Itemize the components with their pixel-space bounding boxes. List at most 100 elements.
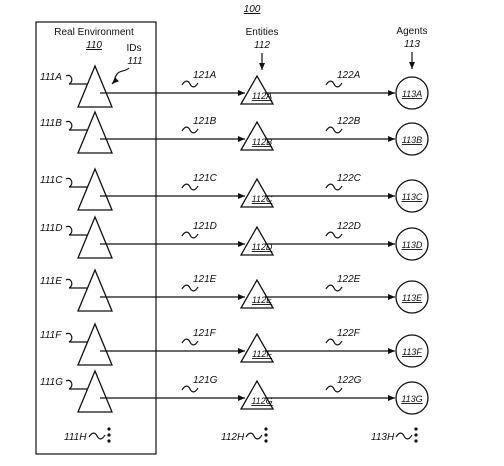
id-leader-hook [65, 278, 89, 289]
id-triangle [77, 64, 113, 108]
agent-circle [395, 227, 429, 261]
id-label: 111G [40, 377, 63, 388]
link2-squiggle [325, 80, 343, 88]
link1-squiggle [181, 183, 199, 191]
link2-label: 122C [337, 173, 362, 184]
link1-squiggle [181, 231, 199, 239]
id-label: 111F [40, 330, 62, 341]
ids-ref: 111 [127, 56, 142, 67]
continuation-entities-dot-3 [264, 439, 268, 443]
agent-label: 113E [402, 293, 423, 303]
id-leader-hook [65, 332, 89, 343]
link1-squiggle [181, 385, 199, 393]
entity-label: 112B [252, 137, 272, 147]
agent-label: 113B [402, 135, 422, 145]
link2-squiggle [325, 338, 343, 346]
link1-label: 121D [193, 221, 217, 232]
continuation-ids-dot-1 [107, 427, 111, 431]
continuation-entities-dot-1 [264, 427, 268, 431]
diagram-row: 111B 121B 112B 122B 113B [40, 110, 429, 156]
continuation-agents-dot-3 [414, 439, 418, 443]
continuation-agents-dot-2 [414, 433, 418, 437]
id-triangle [77, 369, 113, 413]
link2-squiggle [325, 183, 343, 191]
link1-label: 121A [193, 70, 217, 81]
link1-label: 121B [193, 116, 217, 127]
continuation-ids: 111H [64, 427, 111, 443]
entity-triangle [239, 278, 275, 309]
rows-group: 111A 121A 112A 122A 113A 111B 121B 112B 122B 113B… [40, 64, 429, 415]
id-triangle [77, 167, 113, 211]
continuation-agents-dot-1 [414, 427, 418, 431]
link1-label: 121E [193, 274, 217, 285]
entities-title: Entities [246, 27, 279, 38]
agent-label: 113C [402, 192, 423, 202]
real-environment-box [35, 21, 157, 455]
agent-circle [395, 334, 429, 368]
agent-label: 113A [402, 89, 422, 99]
continuation-agents: 113H [371, 427, 418, 443]
link1-label: 121C [193, 173, 218, 184]
continuation-ids-tilde [88, 432, 106, 440]
id-label: 111B [40, 118, 62, 129]
id-triangle [77, 322, 113, 366]
continuation-ids-dot-2 [107, 433, 111, 437]
entity-triangle [239, 177, 275, 208]
agents-ref: 113 [404, 39, 420, 50]
link1-label: 121F [193, 328, 217, 339]
entity-label: 112A [252, 91, 272, 101]
id-leader-hook [65, 177, 89, 188]
real-environment-ref: 110 [86, 40, 102, 51]
link1-squiggle [181, 126, 199, 134]
id-label: 111D [40, 223, 62, 234]
ids-title: IDs [127, 43, 142, 54]
entity-triangle [239, 120, 275, 151]
agent-label: 113G [401, 394, 422, 404]
entity-label: 112E [252, 295, 273, 305]
continuation-ids-dot-3 [107, 439, 111, 443]
agent-label: 113F [402, 347, 422, 357]
diagram-row: 111C 121C 112C 122C 113C [40, 167, 429, 213]
id-leader-hook [65, 379, 89, 390]
continuation-entities-dot-2 [264, 433, 268, 437]
link2-label: 122D [337, 221, 361, 232]
link2-squiggle [325, 126, 343, 134]
link2-label: 122F [337, 328, 361, 339]
diagram-row: 111G 121G 112G 122G 113G [40, 369, 429, 415]
diagram-row: 111F 121F 112F 122F 113F [40, 322, 429, 368]
figure-number: 100 [244, 4, 261, 15]
link1-squiggle [181, 284, 199, 292]
link2-label: 122B [337, 116, 361, 127]
entity-label: 112D [252, 242, 273, 252]
continuation-agents-ref: 113H [371, 432, 395, 443]
link2-squiggle [325, 284, 343, 292]
continuation-entities-tilde [245, 432, 263, 440]
continuation-entities: 112H [221, 427, 268, 443]
link2-label: 122G [337, 375, 362, 386]
agent-circle [395, 179, 429, 213]
entity-triangle [239, 225, 275, 256]
agents-title: Agents [396, 26, 427, 37]
id-label: 111E [40, 276, 62, 287]
entity-triangle [239, 332, 275, 363]
id-triangle [77, 215, 113, 259]
entities-ref: 112 [254, 40, 270, 51]
link1-squiggle [181, 338, 199, 346]
id-label: 111A [40, 72, 62, 83]
entity-label: 112F [252, 349, 272, 359]
link2-squiggle [325, 385, 343, 393]
link1-label: 121G [193, 375, 218, 386]
real-environment-title: Real Environment [54, 27, 134, 38]
id-leader-hook [65, 120, 89, 131]
link1-squiggle [181, 80, 199, 88]
link2-label: 122A [337, 70, 361, 81]
id-label: 111C [40, 175, 63, 186]
entity-label: 112C [252, 194, 273, 204]
entity-triangle [239, 379, 275, 410]
entity-triangle [239, 74, 275, 105]
continuation-entities-ref: 112H [221, 432, 245, 443]
entity-label: 112G [251, 396, 272, 406]
id-leader-hook [65, 74, 89, 85]
